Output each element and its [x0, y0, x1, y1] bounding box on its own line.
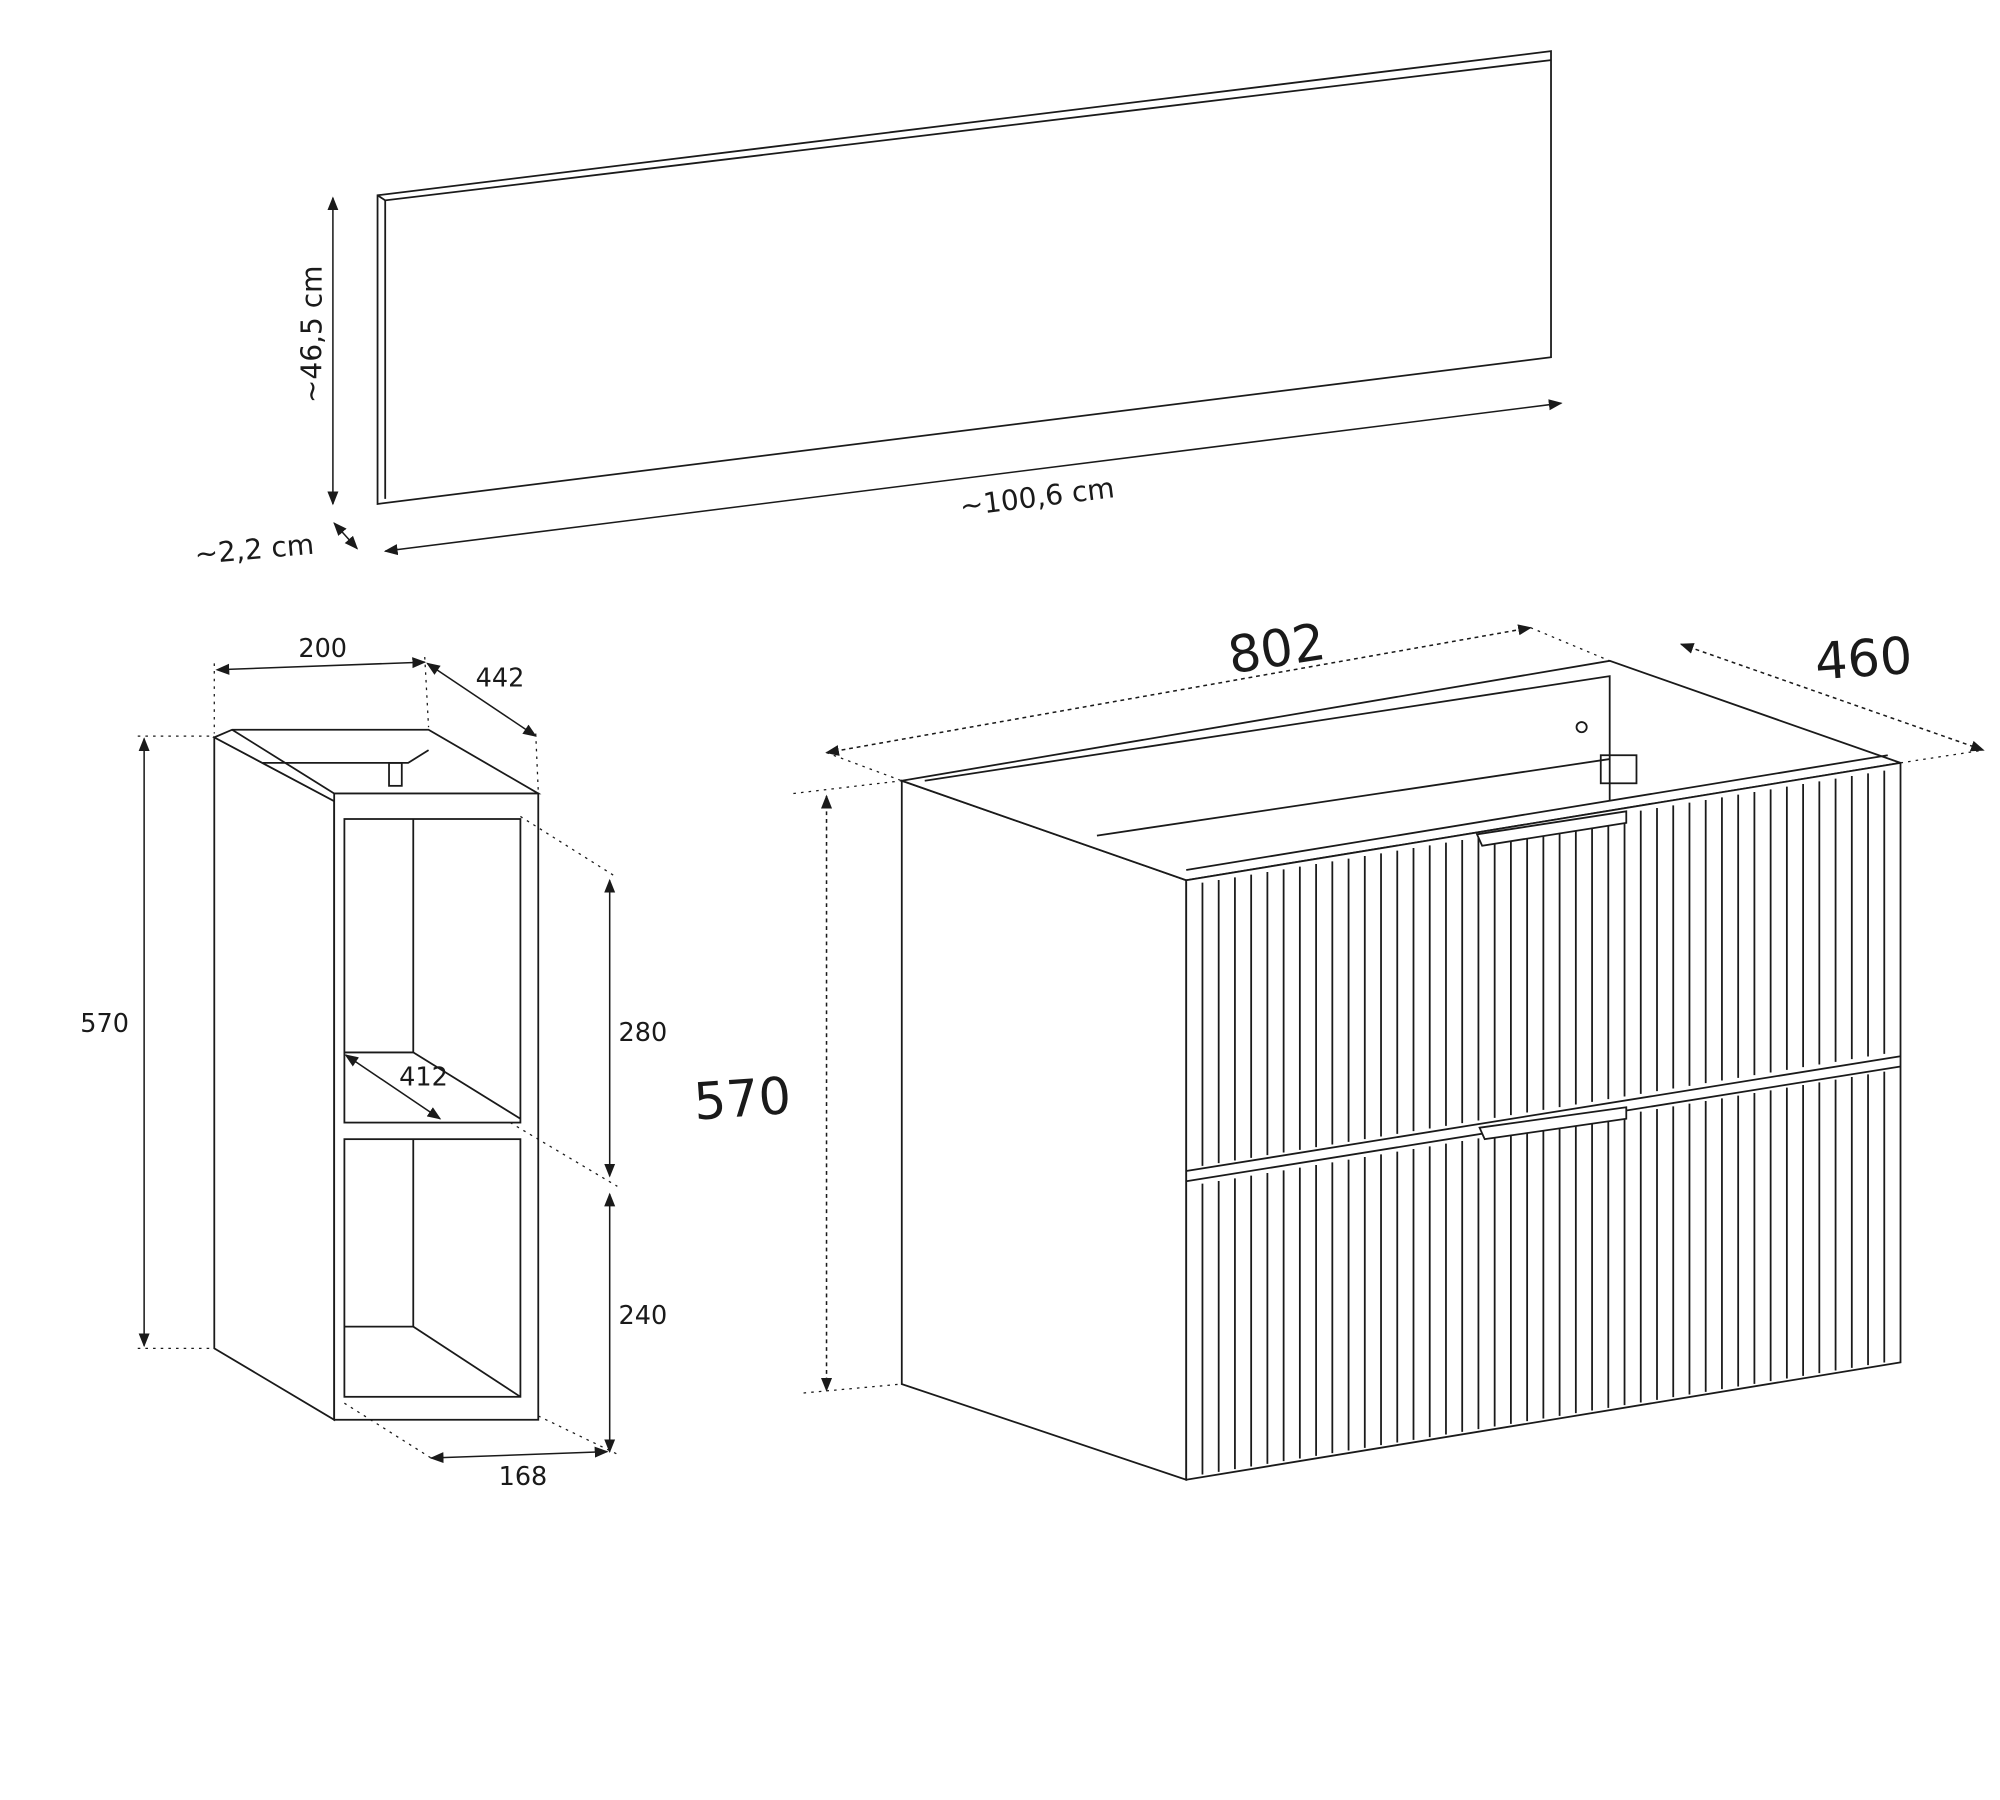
- inner-depth-label: 412: [399, 1063, 448, 1093]
- vanity-height-label: 570: [692, 1067, 793, 1133]
- panel-depth-dimension: [333, 522, 359, 550]
- upper-compartment-label: 280: [619, 1018, 668, 1048]
- bottom-drawer-handle[interactable]: [1478, 1106, 1628, 1141]
- panel-width-dimension: [383, 399, 1563, 556]
- top-drawer-handle[interactable]: [1475, 810, 1628, 847]
- panel-height-label: ~46,5 cm: [295, 266, 328, 404]
- bottom-width-label: 168: [499, 1462, 548, 1492]
- cabinet-height-label: 570: [80, 1009, 129, 1039]
- fluted-grooves: [1201, 770, 1886, 1475]
- cabinet-depth-label: 442: [476, 663, 525, 693]
- cabinet-width-label: 200: [298, 634, 347, 664]
- lower-compartment-label: 240: [619, 1301, 668, 1331]
- wall-panel: ~46,5 cm ~100,6 cm ~2,2 cm: [193, 50, 1563, 571]
- vanity-cabinet: 802 460 570: [692, 613, 1985, 1481]
- vanity-width-label: 802: [1224, 613, 1329, 687]
- vanity-depth-label: 460: [1813, 627, 1914, 693]
- panel-depth-label: ~2,2 cm: [193, 528, 315, 571]
- side-cabinet: 200 442 570 280 240 412 168: [80, 634, 667, 1492]
- panel-width-label: ~100,6 cm: [958, 471, 1116, 523]
